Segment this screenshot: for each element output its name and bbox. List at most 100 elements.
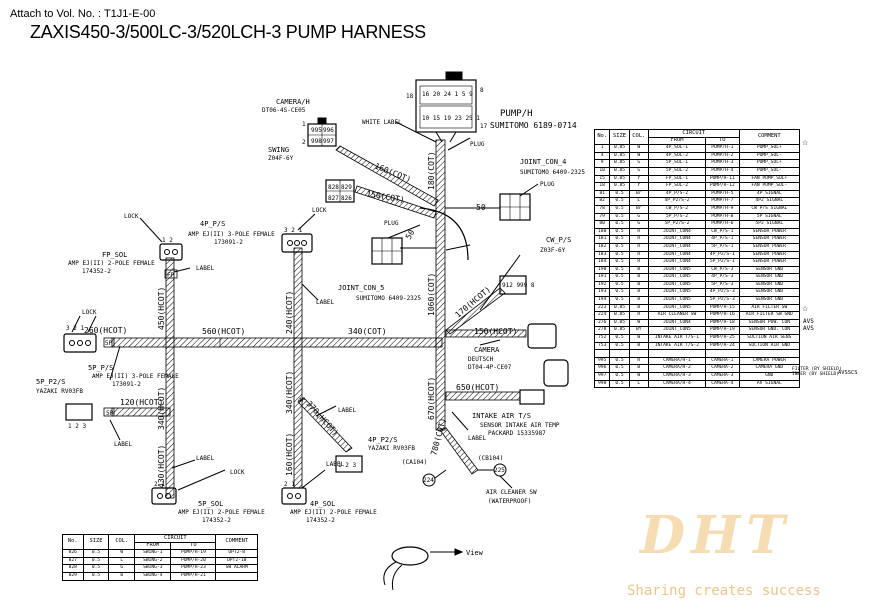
table-cell: 182	[593, 242, 611, 252]
air-cleaner-label: AIR CLEANER SW	[486, 489, 537, 496]
joint-con-5-part: SUMITOMO 6409-2325	[356, 295, 421, 302]
table-cell: 1	[593, 144, 611, 153]
table-cell: SWING-2	[134, 556, 172, 566]
table-cell: GND	[738, 372, 801, 381]
table-cell: JOINT_CON5	[647, 296, 706, 305]
table-cell: L	[628, 197, 649, 206]
col-no: No.	[593, 128, 611, 146]
seg-340-hcot-left: 340(HCOT)	[157, 387, 166, 430]
table-cell	[215, 571, 258, 581]
table-cell: JOINT_CON5	[647, 280, 706, 290]
cw-ps-label: CW_P/S	[546, 236, 571, 244]
cb104-label: (CB104)	[478, 455, 503, 462]
5p-sol-pins: 2 1	[154, 481, 165, 488]
table-cell: FP_SOL-2	[647, 182, 706, 191]
table-cell: FP_SOL-1	[647, 174, 706, 184]
star-icon: ☆	[802, 306, 809, 313]
5p-sol-part: AMP EJ(II) 2-POLE FEMALE	[178, 509, 265, 516]
table-cell: 752	[593, 334, 611, 343]
table-cell: JOINT_CON5	[647, 273, 706, 282]
table-cell: PUMP_SOL+	[738, 159, 801, 168]
table-cell: 191	[593, 273, 611, 282]
note-filter: FILTER (BY SHIELD)INNER (BY SHIELD)	[792, 367, 842, 377]
wire-225-label: 225	[494, 467, 505, 474]
col-circuit: CIRCUIT	[647, 129, 740, 138]
page-title: ZAXIS450-3/500LC-3/520LCH-3 PUMP HARNESS	[30, 22, 426, 42]
table-cell: B	[628, 288, 649, 298]
table-cell	[628, 349, 649, 358]
table-cell: PUMP/H-19	[704, 326, 740, 336]
table-cell: 0.5	[609, 379, 630, 389]
table-cell: PUMP/H-9	[704, 204, 740, 214]
table-cell: 183	[593, 250, 611, 260]
label-4: LABEL	[196, 455, 214, 462]
table-cell: PUMP/H-6	[704, 220, 740, 229]
4p-sol-label: 4P_SOL	[310, 500, 335, 508]
camera-connector	[527, 323, 557, 349]
table-cell: 0.5	[609, 296, 630, 305]
table-cell: 0.5	[609, 235, 630, 244]
table-row	[593, 349, 801, 358]
cw-ps-pins: 912 999 8	[502, 282, 535, 289]
table-cell: 0.85	[609, 318, 630, 328]
table-cell: SENSOR POWER	[738, 227, 801, 237]
camera-pin-996: 996	[323, 127, 334, 134]
table-cell	[738, 349, 801, 358]
attach-vol-label: Attach to Vol. No. : T1J1-E-00	[10, 8, 156, 20]
table-cell: PUMP/H-15	[704, 303, 740, 313]
lock-label-1: LOCK	[312, 207, 327, 214]
table-cell: 5P_P/S-1	[704, 242, 740, 252]
table-cell: CAMERA-3	[704, 372, 740, 381]
table-cell: SENSOR GND	[738, 296, 801, 305]
fp-sol-tag: FP	[167, 272, 175, 279]
table-cell: CAMERA-1	[704, 356, 740, 366]
table-cell: L	[628, 379, 649, 389]
seg-1060-cot: 1060(COT)	[427, 273, 436, 316]
4p-tag: 4P	[298, 397, 306, 404]
table-cell: SENSOR GND	[738, 288, 801, 298]
table-cell: 0.5	[609, 273, 630, 282]
table-cell: SENSOR GND. CON	[738, 326, 801, 336]
table-cell: 5P SIGNAL	[738, 212, 801, 222]
pump-num-left: 18	[406, 93, 414, 100]
fp-sol-connector	[159, 243, 183, 261]
table-cell: SENSOR POWER	[738, 258, 801, 267]
table-cell: 5P_P2/S-3	[704, 296, 740, 305]
swing-label: SWING	[268, 146, 289, 154]
table-cell: 997	[593, 372, 611, 381]
table-cell: JOINT_CON5	[647, 303, 706, 313]
table-cell: 0.85	[609, 182, 630, 191]
table-cell: PUMP/H-16	[704, 311, 740, 320]
table-cell: W	[628, 151, 649, 161]
table-cell: W	[108, 549, 136, 558]
table-cell: 0.5	[82, 571, 110, 581]
table-cell: 0.5	[609, 204, 630, 214]
pump-pin-row-bottom: 10 15 19 23 25 1	[422, 115, 480, 122]
4p-p2s-connector	[335, 455, 363, 473]
waterproof-label: (WATERPROOF)	[488, 498, 531, 505]
table-cell: 5P_P2/S-2	[647, 220, 706, 229]
view-label: View	[466, 549, 484, 557]
5p-sol-label: 5P_SOL	[198, 500, 223, 508]
col-size: SIZE	[82, 533, 110, 551]
table-cell: R	[628, 235, 649, 244]
intake-desc: SENSOR INTAKE AIR TEMP	[480, 422, 560, 429]
5p-ps-part2: 173091-2	[112, 381, 141, 388]
5p-ps-label: 5P_P/S	[88, 364, 113, 372]
label-1: LABEL	[316, 299, 334, 306]
camera-label: CAMERA	[474, 346, 500, 354]
table-cell: 4P_P2/S-1	[704, 250, 740, 260]
table-cell: CAMERA/H-1	[647, 356, 706, 366]
5p-sol-part2: 174352-2	[202, 517, 231, 524]
table-cell: B	[628, 296, 649, 305]
5p-ps-part: AMP EJ(II) 3-POLE FEMALE	[92, 373, 179, 380]
table-cell: PUMP/H-23	[170, 564, 217, 573]
